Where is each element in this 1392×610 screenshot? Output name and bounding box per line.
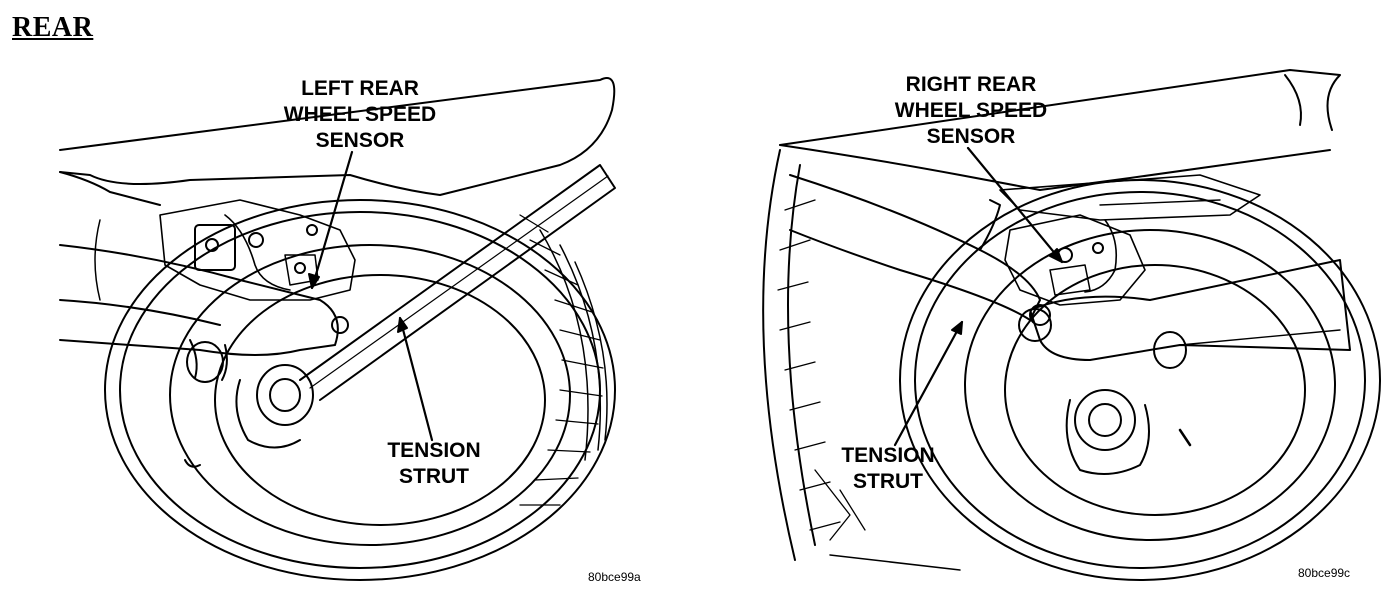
right-figure-code: 80bce99c [1298, 566, 1351, 580]
left-strut-callout-line-1: TENSION [387, 439, 481, 462]
right-rear-illustration: RIGHT REAR WHEEL SPEED SENSOR TENSION ST… [700, 0, 1392, 610]
right-rear-suspension-drawing [762, 69, 1381, 581]
tire-outline [104, 199, 616, 581]
right-sensor-callout-line-2: WHEEL SPEED [894, 99, 1048, 122]
right-strut-callout-line-2: STRUT [853, 470, 923, 493]
right-sensor-callout-line-3: SENSOR [926, 125, 1016, 148]
left-sensor-callout-line-2: WHEEL SPEED [283, 103, 437, 126]
sensor-leader-line [310, 150, 354, 290]
left-strut-callout: TENSION STRUT [372, 438, 496, 490]
left-rear-suspension-drawing [59, 77, 616, 581]
right-sensor-callout-line-1: RIGHT REAR [905, 73, 1037, 96]
left-sensor-callout: LEFT REAR WHEEL SPEED SENSOR [248, 76, 472, 154]
left-sensor-callout-line-1: LEFT REAR [301, 77, 419, 100]
tire-outline [899, 179, 1381, 581]
strut-leader-line [893, 320, 964, 447]
left-strut-callout-line-2: STRUT [399, 465, 469, 488]
left-sensor-callout-line-3: SENSOR [315, 129, 405, 152]
right-sensor-callout: RIGHT REAR WHEEL SPEED SENSOR [866, 72, 1076, 150]
left-figure-code: 80bce99a [588, 570, 641, 584]
right-strut-callout-line-1: TENSION [841, 444, 935, 467]
left-rear-illustration: LEFT REAR WHEEL SPEED SENSOR TENSION STR… [59, 76, 641, 584]
strut-leader-line [398, 316, 434, 442]
section-heading: REAR [12, 12, 94, 43]
right-strut-callout: TENSION STRUT [826, 443, 950, 495]
sensor-leader-line [966, 146, 1064, 264]
